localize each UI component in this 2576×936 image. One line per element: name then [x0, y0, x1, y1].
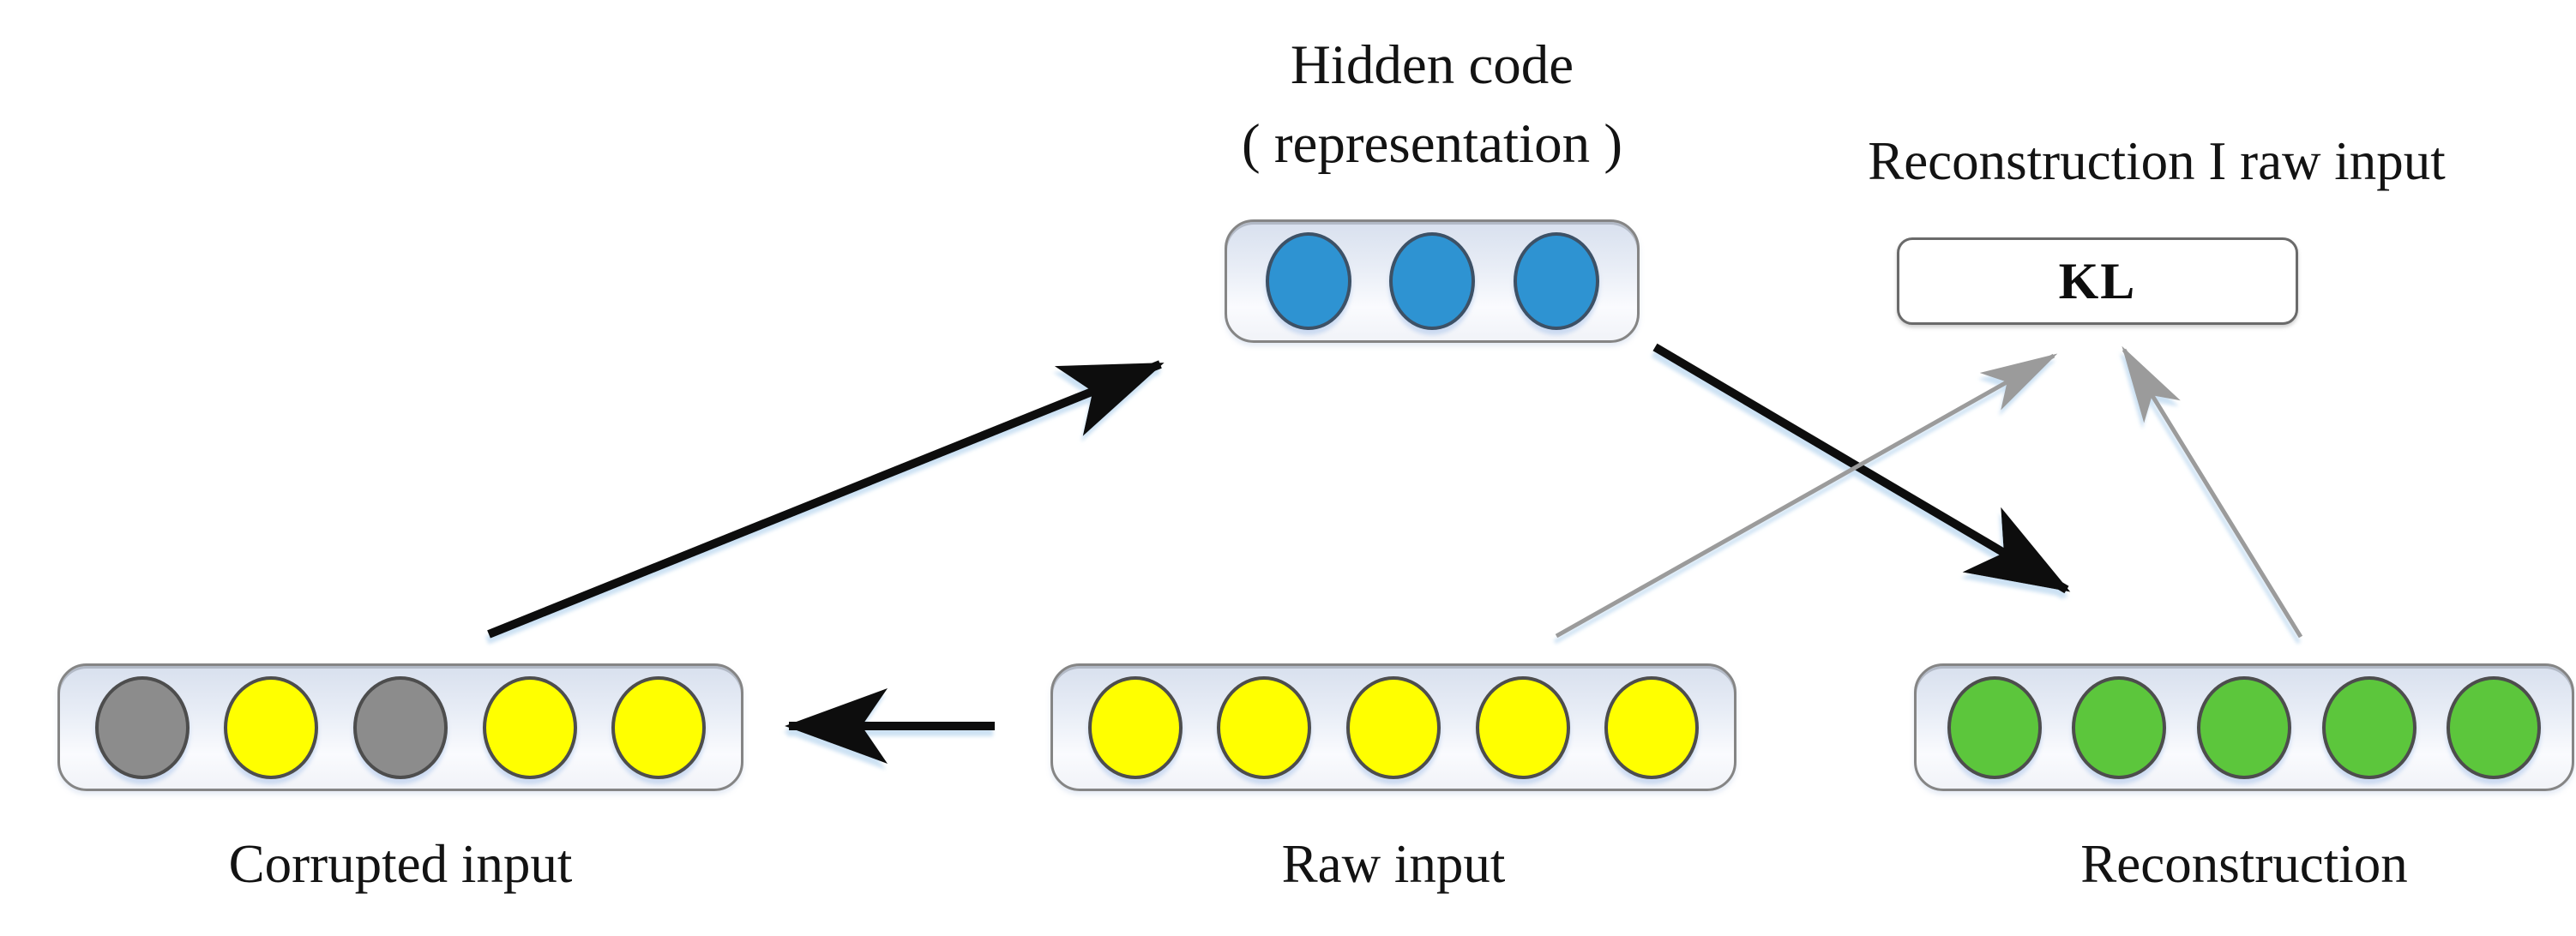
unit-circle-green — [2321, 675, 2417, 779]
hidden-code-title-line2: ( representation ) — [1242, 113, 1622, 175]
unit-circle-green — [1947, 675, 2042, 779]
unit-circle-green — [2196, 675, 2291, 779]
kl-caption: Reconstruction I raw input — [1868, 131, 2446, 191]
reconstruction-label: Reconstruction — [2080, 834, 2408, 894]
unit-circle-green — [2447, 675, 2542, 779]
unit-circle-gray — [352, 675, 448, 779]
corrupted-input-label: Corrupted input — [228, 834, 573, 894]
arrow-corrupted-to-hidden — [487, 360, 1165, 639]
hidden-code-title: Hidden code ( representation ) — [1141, 26, 1724, 183]
raw-input-label: Raw input — [1281, 834, 1506, 894]
unit-circle-yellow — [1217, 675, 1312, 779]
unit-circle-yellow — [611, 675, 707, 779]
unit-circle-yellow — [1604, 675, 1700, 779]
unit-circle-gray — [94, 675, 190, 779]
hidden-code-title-line1: Hidden code — [1290, 34, 1574, 96]
unit-circle-yellow — [1345, 675, 1441, 779]
unit-circle-yellow — [482, 675, 577, 779]
unit-circle-yellow — [224, 675, 319, 779]
hidden-code-box — [1225, 219, 1640, 343]
unit-circle-green — [2072, 675, 2167, 779]
kl-box: KL — [1897, 237, 2298, 325]
kl-label: KL — [2058, 252, 2137, 309]
unit-circle-blue — [1513, 232, 1599, 330]
corrupted-input-box — [57, 663, 743, 791]
raw-input-box — [1050, 663, 1736, 791]
unit-circle-yellow — [1087, 675, 1183, 779]
arrow-hidden-to-reconstruction — [1652, 343, 2071, 594]
arrow-reconstruction-to-kl — [2122, 345, 2303, 639]
unit-circle-blue — [1389, 232, 1475, 330]
arrow-raw-to-kl — [1555, 353, 2058, 639]
unit-circle-blue — [1265, 232, 1351, 330]
unit-circle-yellow — [1475, 675, 1570, 779]
reconstruction-box — [1914, 663, 2574, 791]
